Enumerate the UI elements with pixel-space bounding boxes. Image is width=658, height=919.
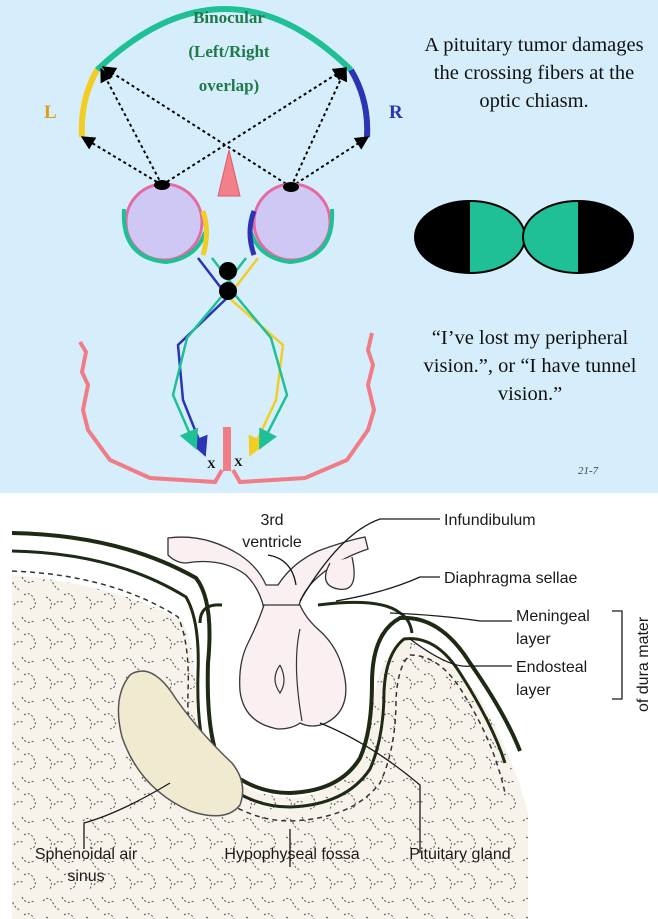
binocular-label-3: overlap) [199, 76, 259, 95]
slide-number: 21-7 [578, 465, 599, 477]
binocular-label-1: Binocular [193, 8, 265, 27]
right-eye-visual-field [522, 200, 634, 274]
sight-lines [80, 66, 370, 188]
tumor-description: A pituitary tumor damages the crossing f… [424, 34, 644, 112]
infundibulum-label: Infundibulum [444, 512, 536, 529]
pituitary-gland-label: Pituitary gland [409, 846, 510, 863]
pituitary-tumor-upper [219, 262, 237, 280]
cross-mark-right: X [234, 455, 243, 469]
dura-outer-line [11, 531, 522, 796]
sphenoidal-air-sinus-label-1: Sphenoidal air [35, 846, 138, 863]
pituitary-anatomy-panel: 3rd ventricle Infundibulum Diaphragma se… [0, 493, 658, 919]
pars-intermedia [295, 628, 303, 722]
nose-marker [217, 149, 241, 197]
sphenoidal-air-sinus-label-2: sinus [67, 868, 104, 885]
visual-pathway-panel: Binocular (Left/Right overlap) L R X X A… [0, 0, 658, 493]
meningeal-layer-label-1: Meningeal [516, 608, 590, 625]
pituitary-tumor-lower [219, 282, 237, 300]
bone-dashed-line [11, 570, 506, 822]
midline-fissure [223, 427, 231, 471]
brain-outline-right [231, 332, 377, 485]
right-lens [283, 182, 299, 192]
right-field-arc [348, 68, 371, 138]
patient-quote: “I’ve lost my peripheral vision.”, or “I… [423, 327, 637, 405]
right-eye [247, 182, 335, 265]
brain-outline [78, 340, 224, 485]
pituitary-cleft [274, 664, 285, 695]
third-ventricle-label-1: 3rd [260, 512, 283, 529]
pituitary-anatomy-diagram: 3rd ventricle Infundibulum Diaphragma se… [11, 512, 652, 919]
pituitary-gland [239, 604, 347, 730]
sphenoid-bone [12, 575, 528, 919]
endosteal-layer-label-2: layer [516, 682, 551, 699]
visual-pathway-diagram: Binocular (Left/Right overlap) L R X X [44, 6, 634, 485]
third-ventricle-label-2: ventricle [242, 534, 302, 551]
right-field-label: R [389, 102, 403, 123]
left-eye-visual-field [414, 200, 526, 274]
meningeal-layer-label-2: layer [516, 631, 551, 648]
diaphragma-sellae-label: Diaphragma sellae [444, 570, 578, 587]
cross-mark-left: X [207, 457, 216, 471]
endosteal-layer-label-1: Endosteal [516, 659, 587, 676]
left-field-label: L [44, 102, 57, 123]
leader-lines [83, 518, 512, 867]
optic-recess [324, 556, 355, 591]
binocular-field-arc [94, 6, 354, 73]
left-eye [121, 182, 209, 265]
hypophyseal-fossa-label: Hypophyseal fossa [224, 846, 359, 863]
binocular-label-2: (Left/Right [188, 42, 270, 61]
dura-inner-line [11, 549, 507, 809]
sphenoidal-air-sinus [117, 670, 244, 817]
left-field-arc [78, 68, 100, 138]
left-lens [154, 180, 170, 190]
dura-mater-bracket [612, 610, 623, 700]
dura-mater-label: of dura mater [635, 616, 652, 712]
